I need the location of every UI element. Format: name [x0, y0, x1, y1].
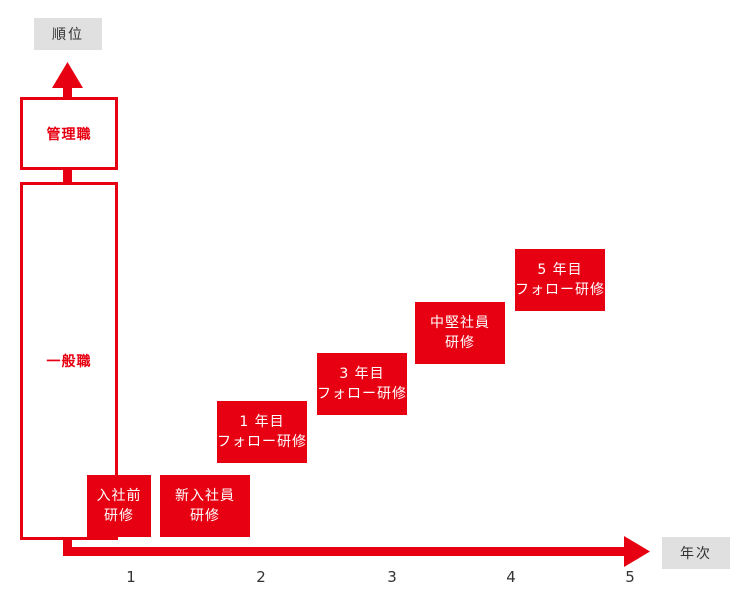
x-tick-label: 3: [387, 568, 397, 586]
stage-line2: 研修: [445, 335, 475, 351]
stage-line1: 5 年目: [537, 262, 583, 278]
x-tick-label: 4: [506, 568, 516, 586]
y-axis-label: 順位: [34, 18, 102, 50]
stage-line1: 3 年目: [339, 366, 385, 382]
stage-pre-hire-training: 入社前 研修: [87, 475, 151, 537]
stage-line2: フォロー研修: [317, 386, 407, 402]
x-tick-label: 5: [625, 568, 635, 586]
x-axis-arrowhead: [624, 536, 650, 567]
stage-fifth-year-follow-up: 5 年目 フォロー研修: [515, 249, 605, 311]
x-tick-label: 2: [256, 568, 266, 586]
stage-line1: 中堅社員: [430, 315, 490, 331]
stage-third-year-follow-up: 3 年目 フォロー研修: [317, 353, 407, 415]
stage-line2: 研修: [104, 508, 134, 524]
stage-new-employee-training: 新入社員 研修: [160, 475, 250, 537]
stage-mid-career-training: 中堅社員 研修: [415, 302, 505, 364]
stage-line2: 研修: [190, 508, 220, 524]
stage-line1: 新入社員: [175, 488, 235, 504]
stage-line1: 入社前: [96, 488, 142, 504]
stage-line2: フォロー研修: [217, 434, 307, 450]
level-management: 管理職: [20, 97, 118, 170]
x-axis-line: [63, 547, 628, 556]
x-axis-label: 年次: [662, 537, 730, 569]
stage-line1: 1 年目: [239, 414, 285, 430]
y-axis-arrowhead: [52, 62, 83, 88]
stage-line2: フォロー研修: [515, 282, 605, 298]
stage-first-year-follow-up: 1 年目 フォロー研修: [217, 401, 307, 463]
x-tick-label: 1: [126, 568, 136, 586]
